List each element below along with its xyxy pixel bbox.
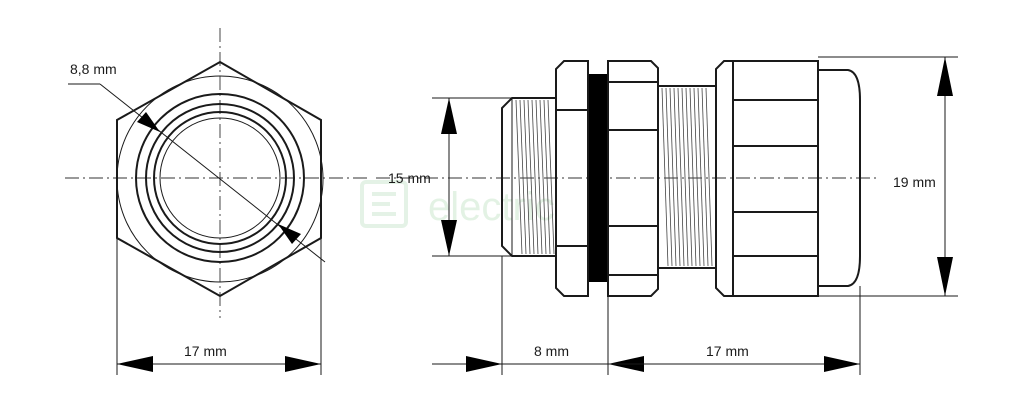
thread-length-dimension: 8 mm: [432, 256, 644, 375]
outer-ring: [135, 93, 305, 263]
thread-line: [689, 87, 697, 267]
body-length-label: 17 mm: [706, 343, 749, 359]
thread-diameter-dimension: 15 mm: [388, 97, 512, 257]
hex-chamfer-circle: [116, 75, 324, 283]
front-view: 8,8 mm 17 mm: [65, 28, 370, 375]
thread-line: [523, 99, 531, 255]
thread-line: [665, 87, 673, 267]
e-square-logo: [360, 180, 408, 228]
inner-ring: [153, 111, 287, 245]
thread-diameter-label: 15 mm: [388, 170, 431, 186]
middle-ring: [145, 103, 295, 253]
arrow-head: [441, 98, 457, 134]
lock-nut: [555, 60, 589, 297]
thread-line: [697, 87, 705, 267]
body-hex: [607, 60, 659, 297]
arrow-head: [937, 57, 953, 96]
thread-lines: [515, 99, 555, 255]
front-width-label: 17 mm: [184, 343, 227, 359]
thread-line: [685, 87, 693, 267]
thread-line: [547, 99, 555, 255]
hex-nut-outline: [116, 60, 322, 298]
cap-nut: [715, 60, 819, 297]
body-length-dimension: 17 mm: [608, 286, 861, 375]
thread-line: [681, 87, 689, 267]
arrow-head: [285, 356, 321, 372]
inner-diameter-dimension: 8,8 mm: [68, 61, 326, 263]
thread-line: [543, 99, 551, 255]
thread-line: [669, 87, 677, 267]
arrow-head: [278, 224, 301, 244]
arrow-head: [937, 257, 953, 296]
arrow-head: [824, 356, 860, 372]
thread-lines: [661, 87, 713, 267]
sealing-washer: [589, 74, 607, 282]
watermark: electric: [360, 180, 555, 229]
thread-line: [531, 99, 539, 255]
thread-line: [527, 99, 535, 255]
thread-line: [539, 99, 547, 255]
thread-line: [535, 99, 543, 255]
entry-thread: [501, 97, 556, 257]
thread-length-label: 8 mm: [534, 343, 569, 359]
dome-seal: [818, 69, 861, 287]
arrow-head: [137, 112, 160, 132]
thread-line: [519, 99, 527, 255]
thread-line: [693, 87, 701, 267]
middle-thread: [658, 85, 716, 269]
bore-circle: [159, 117, 281, 239]
front-width-dimension: 17 mm: [116, 238, 322, 375]
side-view: 15 mm 19 mm 8 mm 17 mm: [376, 56, 958, 375]
inner-diameter-label: 8,8 mm: [70, 61, 117, 77]
thread-line: [673, 87, 681, 267]
body-diameter-label: 19 mm: [893, 174, 936, 190]
body-diameter-dimension: 19 mm: [818, 56, 958, 297]
thread-line: [677, 87, 685, 267]
thread-line: [515, 99, 523, 255]
thread-line: [661, 87, 669, 267]
thread-line: [701, 87, 709, 267]
thread-line: [705, 87, 713, 267]
arrow-head: [117, 356, 153, 372]
arrow-head: [466, 356, 502, 372]
arrow-head: [441, 220, 457, 256]
